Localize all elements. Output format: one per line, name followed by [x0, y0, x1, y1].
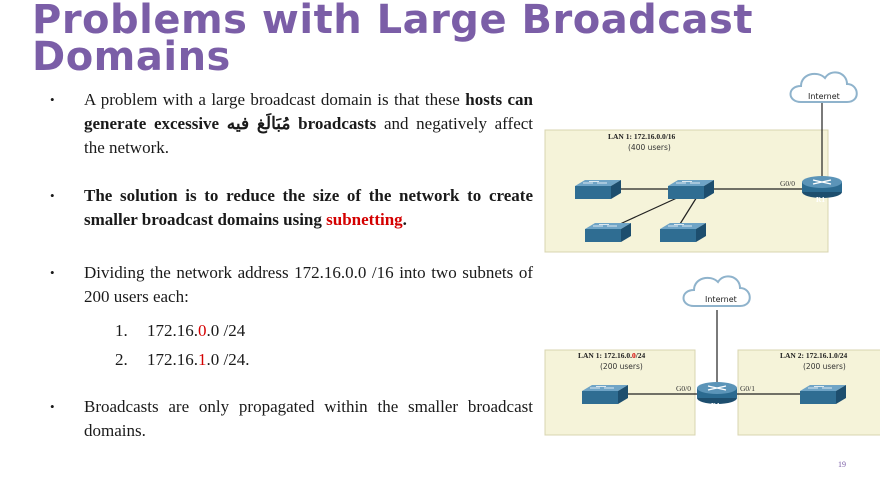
subnet-item-2: 2.172.16.1.0 /24. — [115, 350, 250, 369]
top-router-label: R1 — [816, 195, 825, 204]
bullet-dot-icon: • — [50, 188, 55, 203]
arabic-term: مُبَالَغ فيه — [226, 114, 291, 133]
bottom-lan-diagram: Internet LAN 1: 172.16.0.0/24 (200 users… — [544, 275, 880, 436]
top-lan-users: (400 users) — [628, 143, 671, 152]
bottom-lan1-label: LAN 1: 172.16.0.0/24 — [578, 351, 646, 360]
bottom-lan2-label: LAN 2: 172.16.1.0/24 — [780, 351, 848, 360]
subnet-item-1: 1.172.16.0.0 /24 — [115, 321, 246, 340]
page-number: 19 — [838, 460, 846, 469]
bullet-broadcast-problem: • A problem with a large broadcast domai… — [50, 88, 533, 160]
bottom-interface-right: G0/1 — [740, 384, 755, 393]
bullet-1-text: A problem with a large broadcast domain … — [84, 90, 534, 157]
bottom-interface-left: G0/0 — [676, 384, 691, 393]
bottom-lan2-users: (200 users) — [803, 362, 846, 371]
top-interface-label: G0/0 — [780, 179, 795, 188]
switch-icon — [667, 179, 715, 200]
switch-icon — [659, 222, 707, 243]
bullet-list: • A problem with a large broadcast domai… — [50, 88, 533, 443]
bullet-2-text: The solution is to reduce the size of th… — [84, 186, 533, 229]
switch-icon — [574, 179, 622, 200]
top-cloud-label: Internet — [808, 92, 840, 101]
bullet-dot-icon: • — [50, 265, 55, 280]
bullet-dividing: • Dividing the network address 172.16.0.… — [50, 261, 533, 309]
bottom-lan1-users: (200 users) — [600, 362, 643, 371]
slide-title: Problems with Large Broadcast Domains — [32, 0, 753, 80]
bullet-4-text: Broadcasts are only propagated within th… — [84, 397, 533, 440]
switch-icon — [581, 384, 629, 405]
bottom-router-label: R1 — [711, 401, 720, 410]
top-lan-label: LAN 1: 172.16.0.0/16 — [608, 132, 676, 141]
subnetting-highlight: subnetting — [326, 210, 403, 229]
switch-icon — [584, 222, 632, 243]
top-lan-diagram: Internet LAN 1: 172.16.0.0/16 (400 users… — [544, 71, 858, 253]
switch-icon — [799, 384, 847, 405]
bullet-solution: • The solution is to reduce the size of … — [50, 184, 533, 232]
bullet-3-text: Dividing the network address 172.16.0.0 … — [84, 263, 533, 306]
bullet-dot-icon: • — [50, 399, 55, 414]
bullet-propagation: • Broadcasts are only propagated within … — [50, 395, 533, 443]
bottom-cloud-label: Internet — [705, 295, 737, 304]
bullet-dot-icon: • — [50, 92, 55, 107]
